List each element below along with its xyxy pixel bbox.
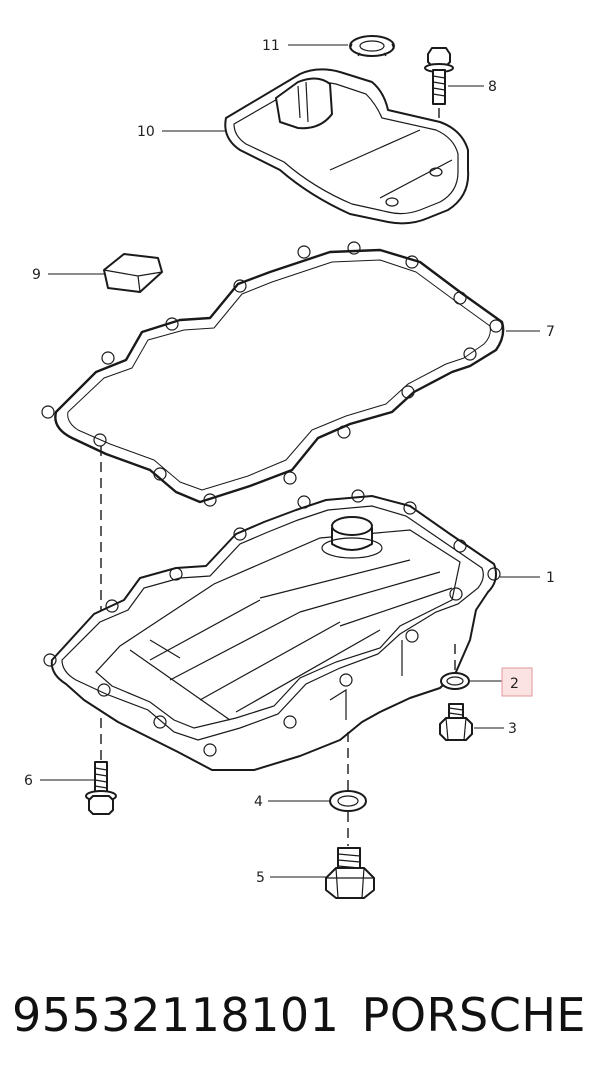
bolt-8[interactable]	[424, 47, 454, 105]
filter-10[interactable]	[224, 68, 470, 225]
seal-9[interactable]	[103, 253, 163, 293]
parts-diagram: 11 8 10 9	[24, 35, 555, 899]
callout-2-highlight	[501, 667, 533, 697]
oil-pan-1[interactable]	[43, 489, 501, 771]
callout-9[interactable]: 9	[32, 267, 41, 283]
callout-1[interactable]: 1	[546, 570, 555, 586]
callout-6[interactable]: 6	[24, 773, 33, 789]
callout-2[interactable]: 2	[510, 676, 519, 692]
drain-plug-3[interactable]	[439, 703, 473, 741]
footer: 95532118101 PORSCHE	[0, 975, 600, 1055]
washer-4[interactable]	[329, 790, 367, 812]
drain-plug-5[interactable]	[325, 847, 375, 899]
callout-11[interactable]: 11	[262, 38, 280, 54]
gasket-7[interactable]	[41, 241, 505, 507]
callout-3[interactable]: 3	[508, 721, 517, 737]
brand-name: PORSCHE	[361, 988, 586, 1042]
callout-10[interactable]: 10	[137, 124, 155, 140]
part-number: 95532118101	[12, 988, 340, 1042]
callout-5[interactable]: 5	[256, 870, 265, 886]
washer-11[interactable]	[349, 35, 395, 57]
callout-7[interactable]: 7	[546, 324, 555, 340]
callout-4[interactable]: 4	[254, 794, 263, 810]
washer-2[interactable]	[440, 672, 470, 690]
callout-8[interactable]: 8	[488, 79, 497, 95]
bolt-6[interactable]	[85, 761, 117, 815]
